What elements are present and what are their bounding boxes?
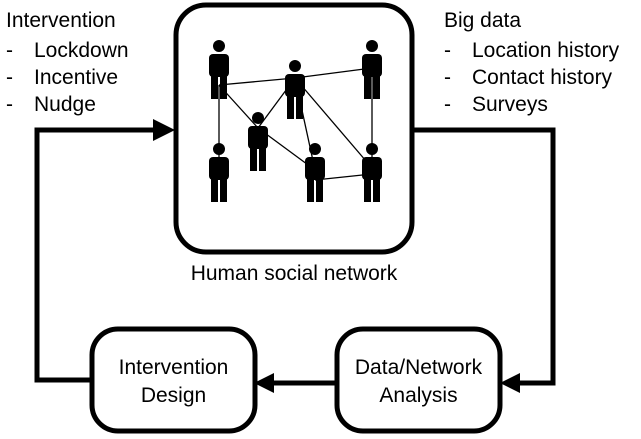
bullet-dash: - <box>6 93 13 116</box>
design-box-line-1: Intervention <box>118 356 229 379</box>
intervention-title: Intervention <box>6 9 116 32</box>
loop-connectors <box>34 127 556 386</box>
network-people <box>209 40 382 202</box>
big-data-item-surveys: -Surveys <box>444 93 548 117</box>
connector-network-to-analysis <box>412 127 556 386</box>
design-box-line-2: Design <box>140 384 207 407</box>
list-item-text: Incentive <box>34 66 119 89</box>
bullet-dash: - <box>444 66 451 89</box>
intervention-design-box <box>89 326 258 434</box>
intervention-item-incentive: -Incentive <box>6 66 118 90</box>
big-data-item-contact: -Contact history <box>444 66 612 90</box>
arrow-into-analysis <box>500 373 520 393</box>
analysis-box-line-2: Analysis <box>379 384 458 407</box>
bullet-dash: - <box>444 39 451 62</box>
arrow-into-network <box>153 119 175 141</box>
list-item-text: Contact history <box>472 66 613 89</box>
intervention-item-nudge: -Nudge <box>6 93 96 117</box>
list-item-text: Nudge <box>34 93 96 116</box>
bullet-dash: - <box>6 39 13 62</box>
analysis-box-line-1: Data/Network <box>354 356 483 379</box>
person-icon <box>362 143 382 202</box>
big-data-item-location: -Location history <box>444 39 619 63</box>
big-data-title: Big data <box>444 9 522 32</box>
bullet-dash: - <box>444 93 451 116</box>
network-caption: Human social network <box>190 262 398 285</box>
arrowheads <box>153 119 520 393</box>
person-icon <box>305 143 325 202</box>
social-network-box <box>173 2 415 255</box>
list-item-text: Lockdown <box>34 39 129 62</box>
list-item-text: Location history <box>472 39 620 62</box>
list-item-text: Surveys <box>472 93 548 116</box>
data-network-analysis-box <box>334 326 503 434</box>
connector-design-to-network <box>34 127 156 383</box>
person-icon <box>209 143 229 202</box>
bullet-dash: - <box>6 66 13 89</box>
arrow-into-design <box>254 373 274 393</box>
intervention-item-lockdown: -Lockdown <box>6 39 129 63</box>
person-icon <box>285 60 305 119</box>
